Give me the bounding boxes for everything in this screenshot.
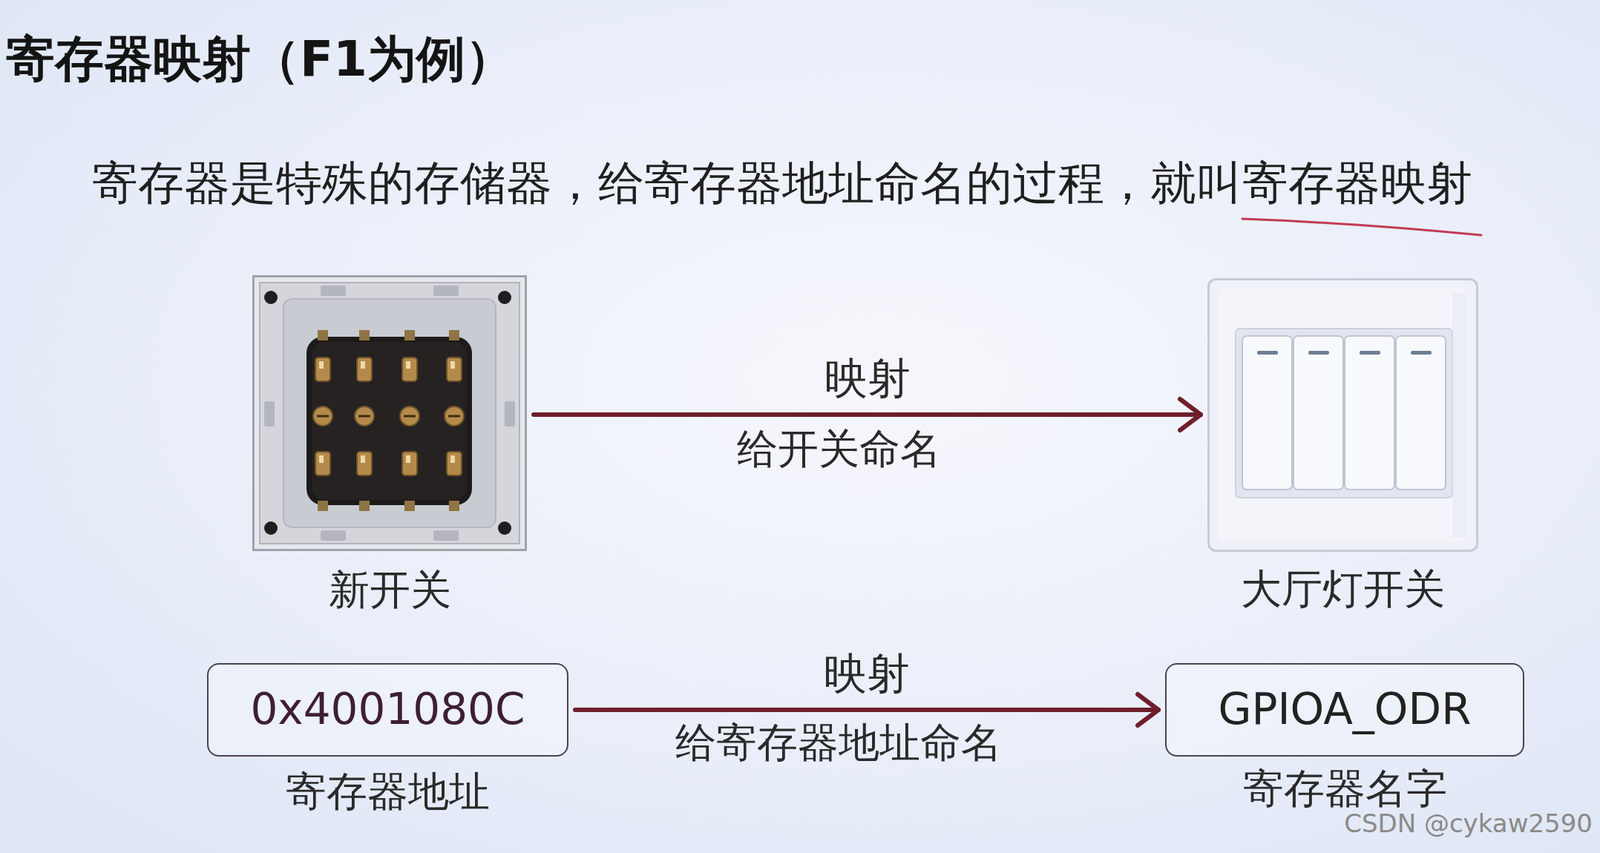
node-caption: 寄存器地址 [285, 769, 490, 815]
register-address-box: 0x4001080C寄存器地址 [207, 663, 569, 757]
mapping-note: 给寄存器地址命名 [675, 720, 1002, 766]
box-text: GPIOA_ODR [1218, 686, 1472, 734]
switch-front-illustration [1207, 278, 1479, 553]
highlight-underline [1242, 218, 1482, 236]
node-caption: 大厅灯开关 [1240, 566, 1445, 613]
arrow-line [575, 707, 1159, 713]
register-name-box: GPIOA_ODR寄存器名字 [1165, 663, 1525, 757]
mapping-arrow [533, 399, 1201, 431]
new-switch-photo: 新开关 [252, 275, 527, 552]
watermark: CSDN @cykaw2590 [1343, 810, 1593, 838]
edge-label: 映射 [824, 355, 911, 403]
switch-back-illustration [252, 275, 527, 552]
edge-label: 映射 [823, 650, 910, 699]
arrow-head [1179, 399, 1201, 431]
slide-title: 寄存器映射（F1为例） [5, 32, 515, 87]
node-caption: 新开关 [328, 567, 452, 613]
hall-light-switch-photo: 大厅灯开关 [1207, 278, 1479, 553]
box-text: 0x4001080C [250, 686, 525, 734]
mapping-note: 给开关命名 [736, 426, 942, 472]
arrow-line [533, 412, 1201, 418]
definition-sentence: 寄存器是特殊的存储器，给寄存器地址命名的过程，就叫寄存器映射 [92, 158, 1473, 209]
node-caption: 寄存器名字 [1243, 766, 1448, 812]
arrow-head [1137, 694, 1159, 726]
